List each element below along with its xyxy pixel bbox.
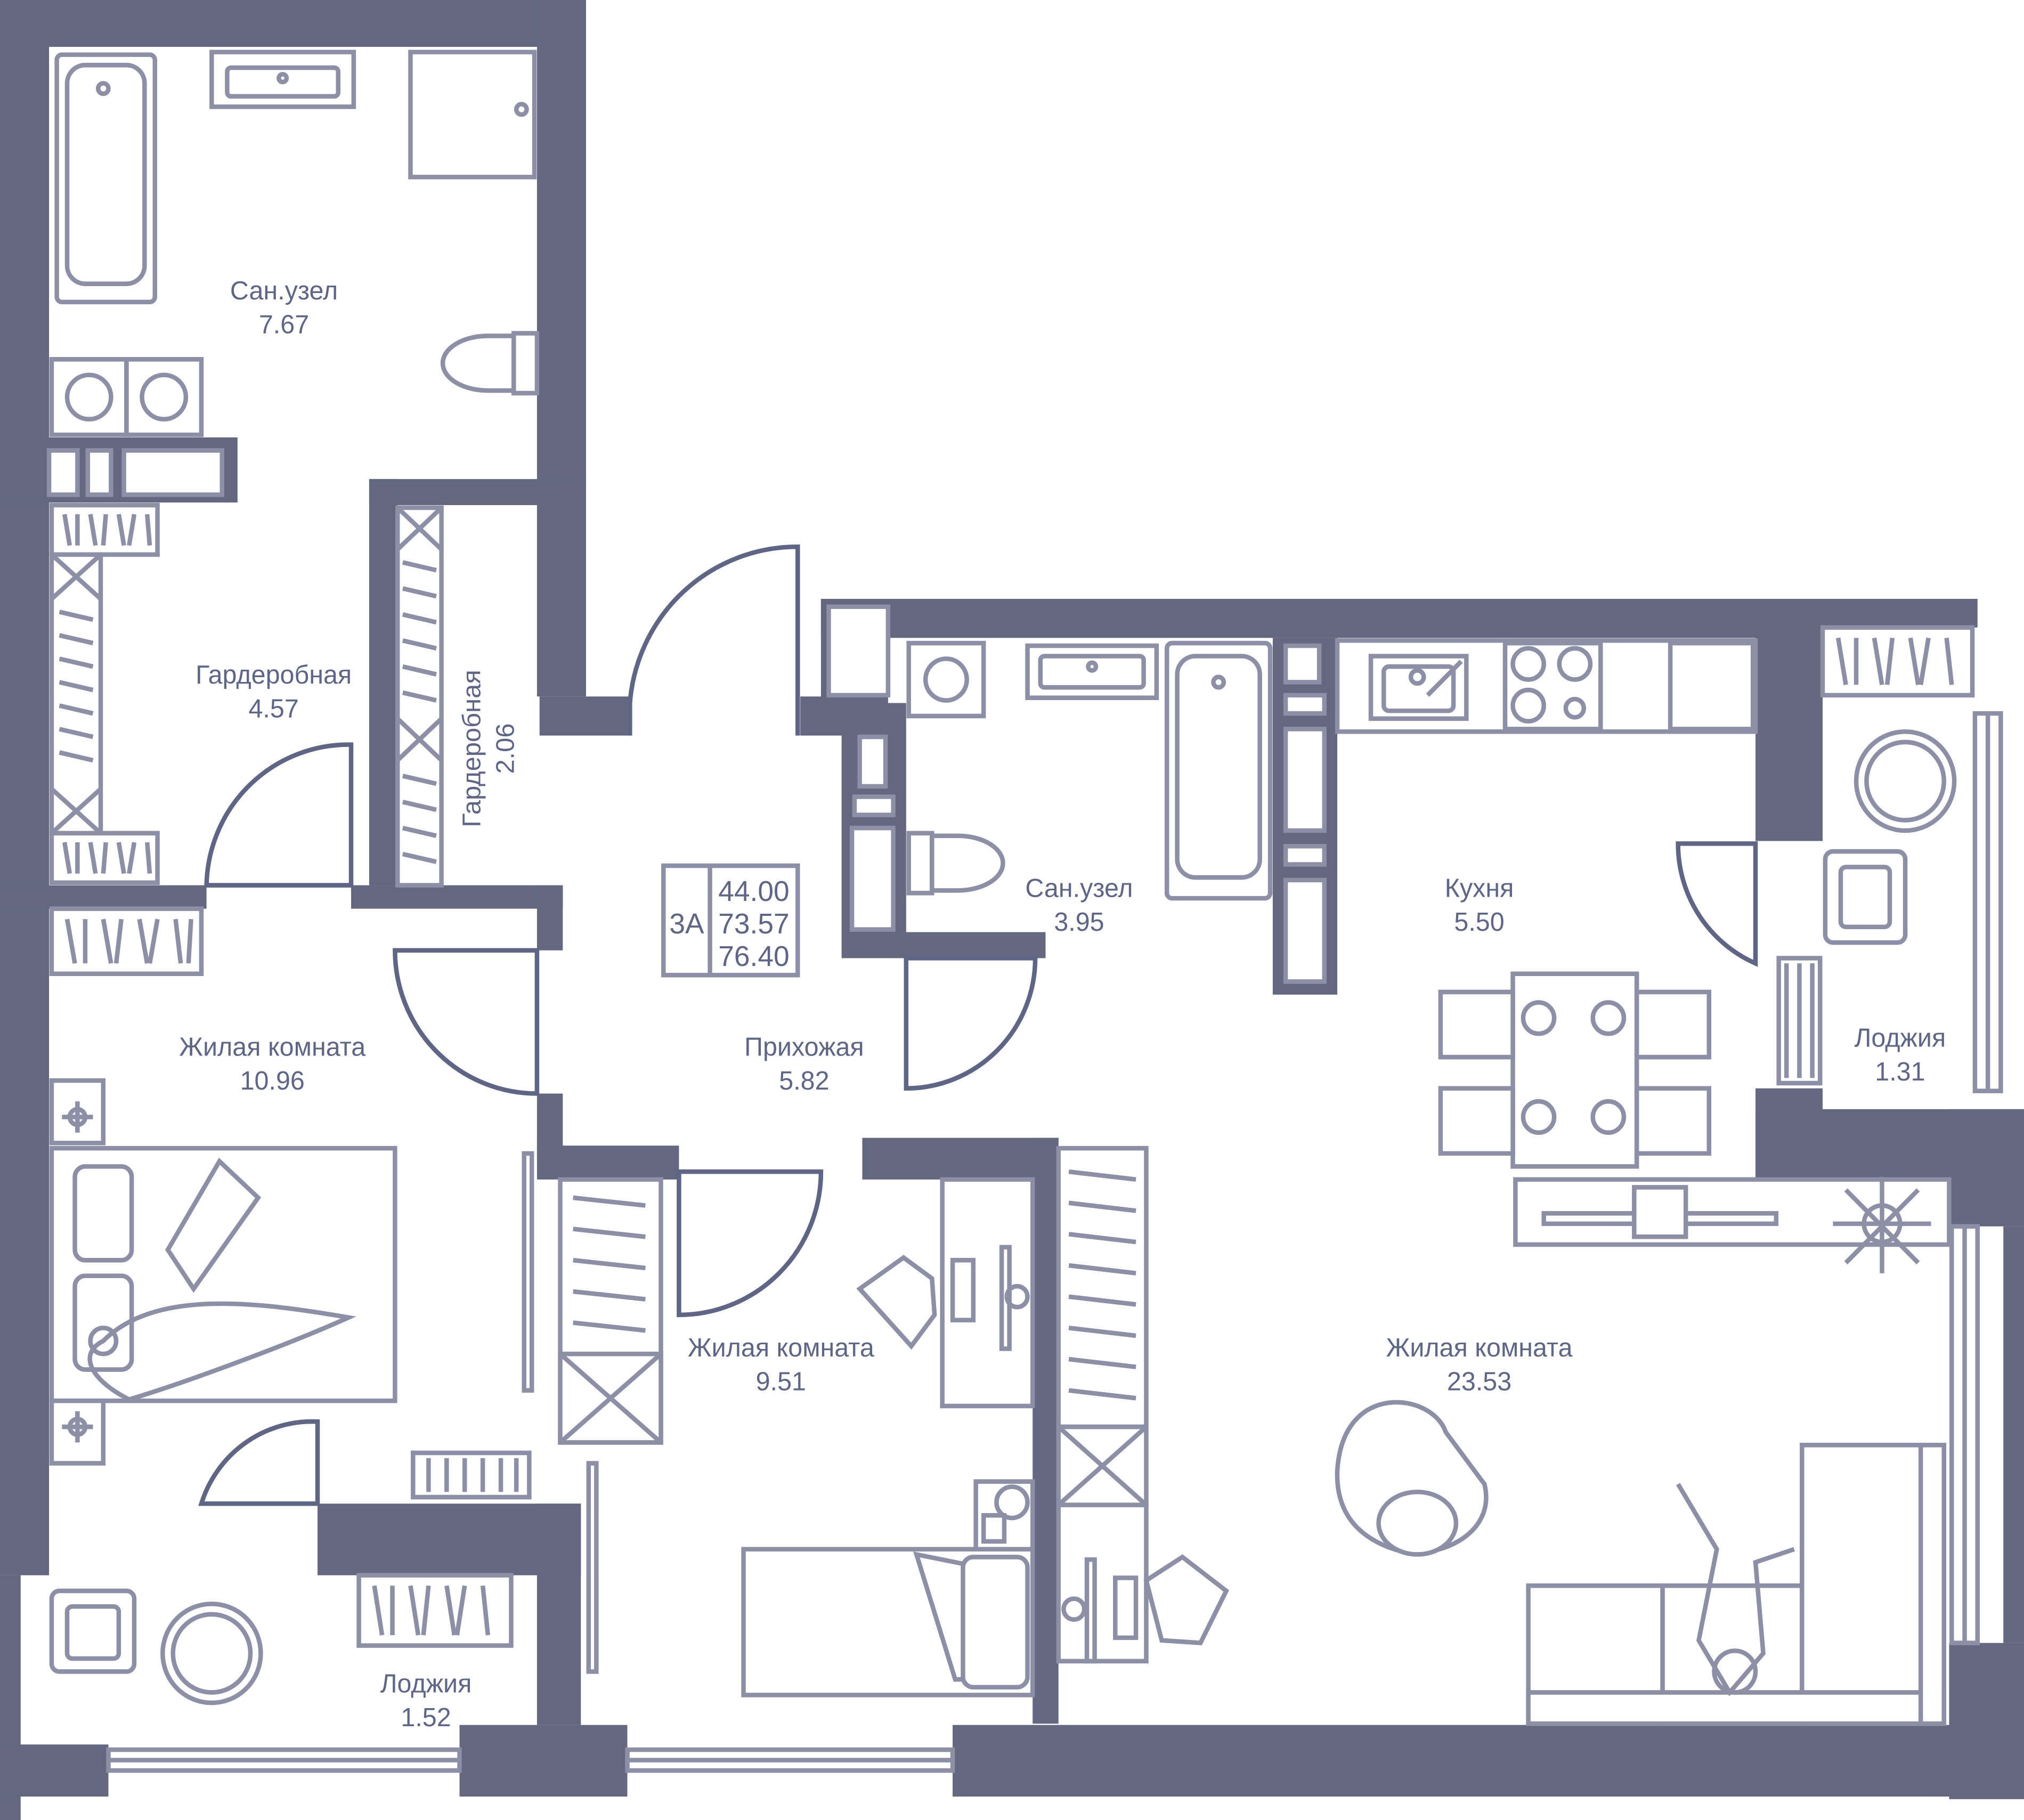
room-area: 23.53 — [1447, 1367, 1511, 1396]
bed-icon — [49, 1145, 397, 1403]
bathtub-icon — [54, 52, 157, 305]
room-area: 9.51 — [756, 1367, 806, 1396]
window-icon — [1972, 711, 2003, 1093]
window-icon — [106, 1747, 462, 1773]
wardrobe-icon — [558, 1177, 663, 1445]
room-area: 3.95 — [1054, 908, 1104, 937]
apartment-code: 3A — [669, 908, 704, 940]
area-living: 44.00 — [718, 876, 789, 907]
washing-machine-icon — [49, 357, 204, 437]
room-name: Кухня — [1445, 874, 1514, 903]
door-swing-icon — [1676, 841, 1758, 967]
washing-machine-icon — [906, 640, 986, 719]
toilet-icon — [440, 331, 540, 396]
door-swing-icon — [677, 1169, 824, 1318]
radiator-icon — [411, 1450, 532, 1500]
door-swing-icon — [1776, 956, 1823, 1086]
room-area: 7.67 — [259, 310, 309, 339]
shower-icon — [408, 50, 537, 180]
door-swing-icon — [393, 948, 540, 1096]
room-name: Гардеробная — [457, 670, 486, 827]
area-total: 76.40 — [718, 941, 789, 972]
sink-icon — [209, 50, 356, 109]
apartment-stamp: 3A 44.00 73.57 76.40 — [661, 863, 800, 978]
armchair-icon — [1823, 849, 1908, 945]
wardrobe-icon — [1056, 1145, 1149, 1507]
wardrobe-icon — [395, 505, 444, 888]
mirror-icon — [522, 1151, 534, 1393]
room-name: Жилая комната — [179, 1033, 366, 1061]
area-total-no-loggia: 73.57 — [718, 908, 789, 940]
lamp-icon — [49, 1078, 106, 1466]
room-name: Сан.узел — [1025, 874, 1133, 903]
room-area: 1.52 — [401, 1703, 451, 1732]
table-icon — [1854, 729, 1957, 833]
nightstand-icon — [973, 1479, 1035, 1552]
wardrobe-icon — [49, 906, 204, 977]
wardrobe-icon — [49, 502, 160, 885]
room-area: 2.06 — [491, 723, 519, 774]
fridge-icon — [1668, 640, 1755, 732]
wardrobe-icon — [1820, 625, 1975, 698]
wardrobe-icon — [356, 1573, 514, 1648]
room-name: Лоджия — [380, 1669, 472, 1698]
desk-icon — [1056, 1502, 1230, 1664]
doors — [198, 544, 1758, 1506]
room-name: Гардеробная — [196, 661, 352, 689]
room-area: 1.31 — [1875, 1058, 1925, 1086]
window-icon — [625, 1747, 955, 1773]
cabinet-icon — [826, 604, 1327, 984]
room-name: Лоджия — [1855, 1023, 1946, 1052]
room-name: Прихожая — [744, 1033, 864, 1061]
room-area: 10.96 — [240, 1067, 305, 1095]
room-name: Жилая комната — [1386, 1334, 1573, 1362]
bathtub-icon — [1164, 640, 1273, 901]
armchair-icon — [49, 1588, 137, 1674]
dining-table-icon — [1438, 971, 1712, 1169]
toilet-icon — [906, 831, 1005, 896]
sink-icon — [1368, 654, 1469, 721]
desk-icon — [856, 1177, 1035, 1409]
door-swing-icon — [904, 956, 1038, 1091]
room-area: 5.82 — [779, 1067, 829, 1095]
sofa-icon — [1526, 1442, 1947, 1726]
room-area: 4.57 — [248, 694, 298, 723]
armchair-icon — [1335, 1400, 1489, 1557]
stove-icon — [1502, 640, 1603, 732]
door-swing-icon — [628, 544, 800, 736]
room-labels: Сан.узел 7.67 Гардеробная 4.57 Гардеробн… — [179, 277, 1946, 1732]
door-swing-icon — [198, 1419, 320, 1506]
door-swing-icon — [204, 742, 354, 888]
window-icon — [1949, 1224, 1980, 1645]
room-name: Жилая комната — [688, 1334, 875, 1362]
tv-icon — [1513, 1177, 1952, 1247]
room-area: 5.50 — [1454, 908, 1504, 937]
mirror-icon — [586, 1461, 599, 1674]
room-name: Сан.узел — [230, 277, 338, 305]
cabinet-icon — [46, 448, 224, 497]
windows — [106, 711, 2003, 1773]
bed-icon — [741, 1547, 1035, 1697]
sink-icon — [1025, 643, 1159, 700]
plant-icon — [1833, 1176, 1931, 1273]
table-icon — [160, 1602, 263, 1705]
